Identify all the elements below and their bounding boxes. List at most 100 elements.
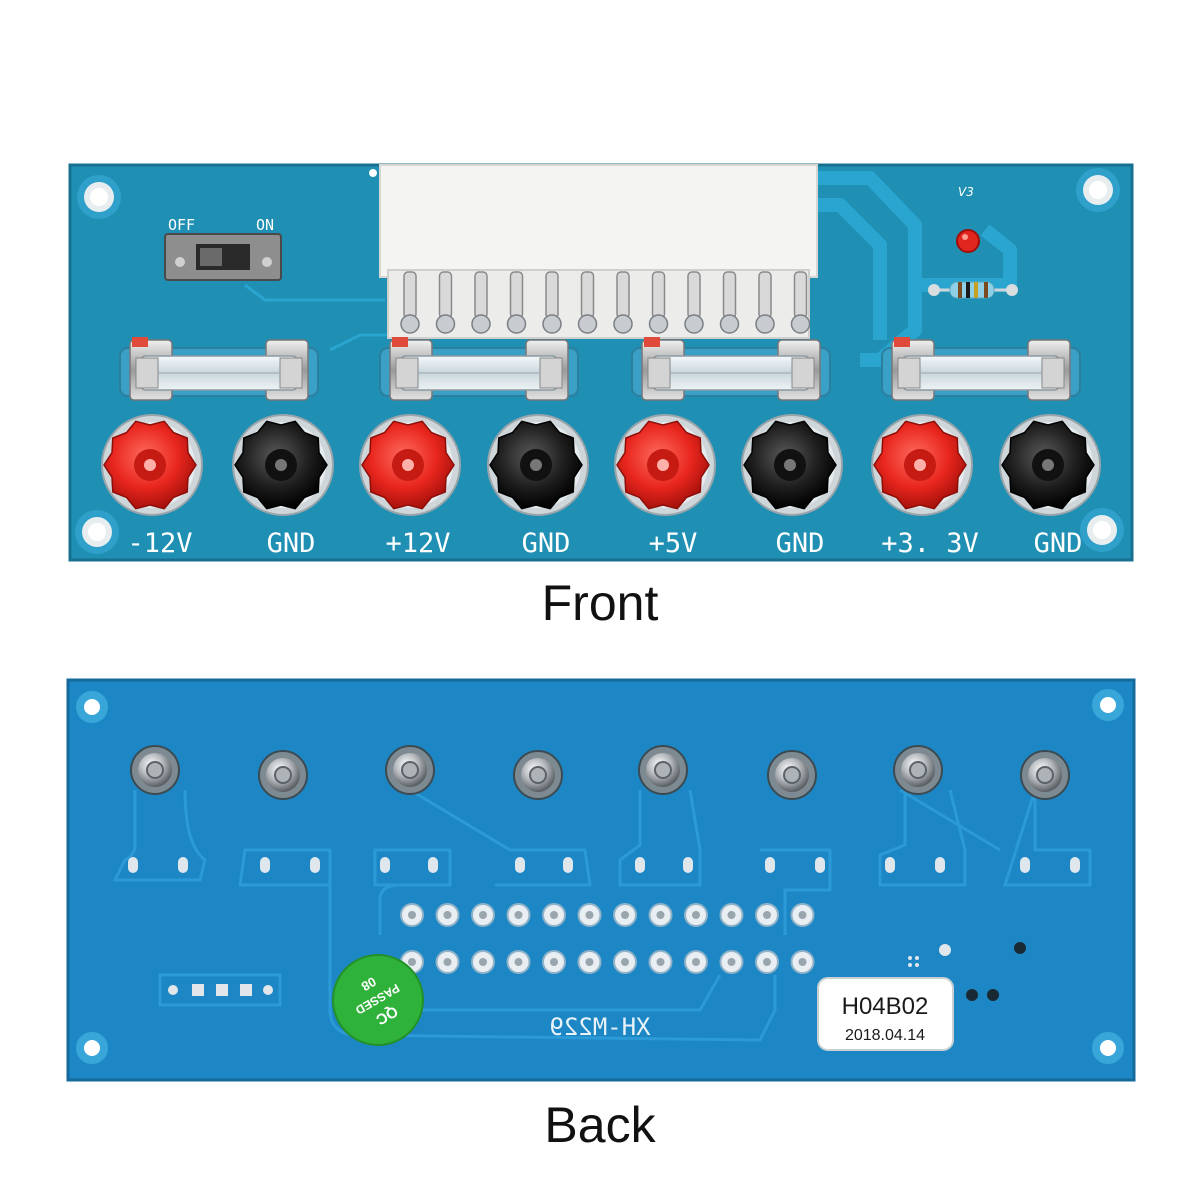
back-pcb xyxy=(68,680,1134,1080)
fuse xyxy=(631,337,831,401)
power-switch xyxy=(164,233,282,281)
solder-joint xyxy=(648,903,673,927)
qc-sticker: QC PASSED 08 xyxy=(332,954,424,1046)
connector-pin xyxy=(648,271,669,334)
solder-joint xyxy=(542,950,566,974)
led-indicator xyxy=(956,229,980,253)
version-label: V3 xyxy=(958,185,974,199)
connector-pin xyxy=(506,271,527,334)
smd-pad xyxy=(428,857,438,873)
solder-joint xyxy=(755,903,779,927)
solder-joint xyxy=(684,950,708,974)
solder-joint xyxy=(755,950,779,974)
connector-pins xyxy=(400,271,811,334)
resistor xyxy=(928,281,1018,299)
connector-pin xyxy=(400,271,420,334)
front-caption: Front xyxy=(541,575,659,631)
connector-pin xyxy=(471,271,491,334)
black-binding-post xyxy=(741,414,843,516)
batch-code: H04B02 xyxy=(842,993,929,1020)
connector-pin xyxy=(613,271,633,334)
smd-pad xyxy=(310,857,320,873)
black-binding-post xyxy=(999,414,1101,516)
back-traces xyxy=(112,788,1092,1042)
smd-pad xyxy=(128,857,138,873)
fuse xyxy=(881,337,1081,401)
solder-joint xyxy=(435,903,460,927)
black-binding-post xyxy=(232,414,334,516)
solder-joint xyxy=(542,903,566,927)
solder-joint xyxy=(471,950,495,974)
solder-joint xyxy=(613,903,637,927)
back-board: XH-M229 QC PASSED 08 H04B02 2018.04.14 xyxy=(66,678,1136,1082)
connector-pin xyxy=(790,271,811,334)
terminal-label: +5V xyxy=(649,528,698,559)
fuses xyxy=(119,337,1081,401)
model-label: XH-M229 xyxy=(549,1013,650,1041)
solder-joint xyxy=(506,950,531,974)
red-binding-post xyxy=(614,414,716,516)
solder-joint xyxy=(790,903,815,927)
connector-pin xyxy=(719,271,740,334)
terminal-label: +12V xyxy=(385,528,450,559)
terminal-screw xyxy=(1020,750,1070,800)
atx-connector xyxy=(379,164,818,339)
terminal-label: +3. 3V xyxy=(881,528,979,559)
solder-joint xyxy=(577,903,602,927)
fuse xyxy=(379,337,579,401)
connector-pin xyxy=(684,271,704,334)
terminal-screw xyxy=(258,750,308,800)
black-binding-post xyxy=(487,414,589,516)
solder-joint xyxy=(648,950,673,974)
smd-pad xyxy=(1070,857,1080,873)
terminal-screw xyxy=(767,750,817,800)
smd-pad xyxy=(563,857,573,873)
terminal-label: -12V xyxy=(127,528,192,559)
connector-solder-joints xyxy=(400,903,815,974)
smd-pad xyxy=(1020,857,1030,873)
terminal-label: GND xyxy=(267,528,316,559)
solder-joint xyxy=(577,950,602,974)
smd-pad xyxy=(380,857,390,873)
mounting-holes xyxy=(75,168,1124,554)
red-binding-post xyxy=(359,414,461,516)
red-binding-post xyxy=(871,414,973,516)
smd-pad xyxy=(885,857,895,873)
back-caption: Back xyxy=(544,1097,656,1153)
terminal-label: GND xyxy=(522,528,571,559)
solder-joint xyxy=(719,903,744,927)
red-binding-post xyxy=(101,414,203,516)
switch-off-label: OFF xyxy=(168,216,195,234)
terminal-screw xyxy=(130,745,180,795)
solder-joint xyxy=(435,950,460,974)
batch-date: 2018.04.14 xyxy=(845,1027,925,1044)
qc-number-text: 08 xyxy=(359,974,379,994)
connector-pin xyxy=(542,271,562,334)
solder-joint xyxy=(613,950,637,974)
terminal-screws xyxy=(130,745,1070,800)
smd-pads xyxy=(128,857,1080,873)
terminal-label: GND xyxy=(1034,528,1083,559)
smd-pad xyxy=(683,857,693,873)
switch-on-label: ON xyxy=(256,216,274,234)
connector-pin xyxy=(577,271,598,334)
smd-pad xyxy=(515,857,525,873)
batch-sticker: H04B02 2018.04.14 xyxy=(817,977,954,1051)
connector-pin xyxy=(435,271,456,334)
solder-joint xyxy=(471,903,495,927)
smd-pad xyxy=(935,857,945,873)
solder-joint xyxy=(719,950,744,974)
terminal-screw xyxy=(893,745,943,795)
solder-joint xyxy=(684,903,708,927)
terminal-screw xyxy=(385,745,435,795)
smd-pad xyxy=(815,857,825,873)
smd-pad xyxy=(260,857,270,873)
smd-pad xyxy=(765,857,775,873)
fuse xyxy=(119,337,319,401)
solder-joint xyxy=(790,950,815,974)
solder-joint xyxy=(506,903,531,927)
back-mounting-holes xyxy=(76,689,1124,1064)
